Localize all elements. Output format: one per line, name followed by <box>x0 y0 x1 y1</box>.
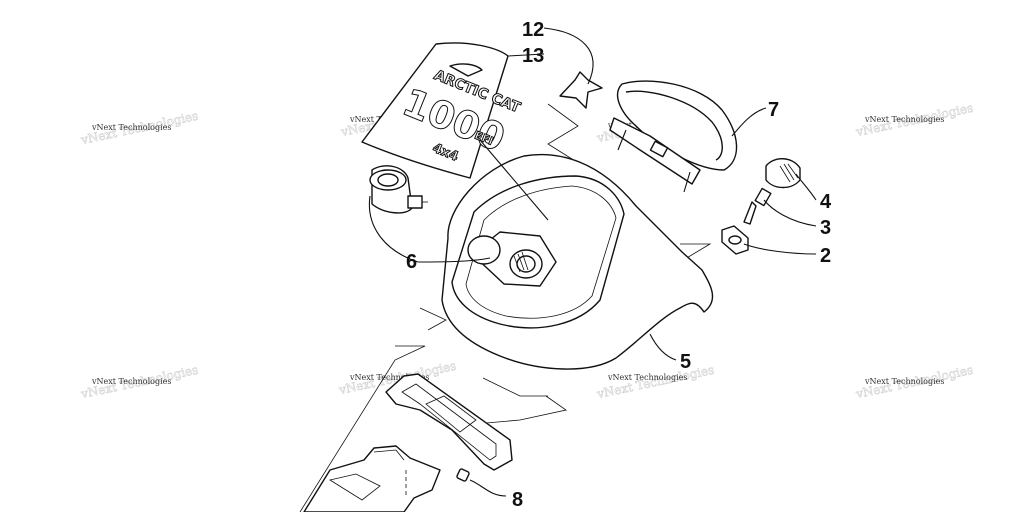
ignition-nut-hole <box>728 235 742 245</box>
leader-line-6-b <box>368 195 419 263</box>
gauge-stud-left <box>617 129 627 151</box>
watermark-top-right: vNext Technologies vNext Technologies <box>854 100 975 139</box>
key-part <box>743 187 772 225</box>
gauge-bezel <box>625 90 723 161</box>
decal-cat-head-icon <box>449 63 483 77</box>
callout-8: 8 <box>512 489 523 511</box>
switch-cap-ribs <box>779 163 799 183</box>
gauge-connector <box>649 140 669 158</box>
leader-line-3 <box>763 199 817 227</box>
decal-part: ARCTIC CAT 1000 EFI 4x4 <box>361 42 523 179</box>
mounting-plate-flange <box>373 449 405 461</box>
pin-body <box>456 468 470 482</box>
callout-13: 13 <box>522 45 544 67</box>
callout-12: 12 <box>522 19 544 41</box>
leader-line-4 <box>795 173 817 201</box>
leader-line-13-to-pod <box>479 139 549 221</box>
outlet-part <box>369 165 428 214</box>
mounting-plate-body <box>303 445 441 512</box>
callout-2: 2 <box>820 245 831 267</box>
watermark-top-left: vNext Technologies vNext Technologies <box>79 108 200 147</box>
guide-line-left <box>419 307 447 331</box>
callout-6: 6 <box>406 251 417 273</box>
decal-outline <box>361 42 509 179</box>
watermark-bottom-center-right: vNext Technologies vNext Technologies <box>595 362 716 401</box>
guide-line-right <box>679 243 712 263</box>
instrument-pod-part <box>441 153 714 370</box>
guide-line-top <box>547 103 581 165</box>
guide-line-lower-right <box>474 395 567 425</box>
lower-bracket-part <box>385 373 513 471</box>
outlet-mount-hole <box>467 235 501 265</box>
bracket-window <box>425 395 477 433</box>
leader-line-5 <box>649 333 677 361</box>
callout-4: 4 <box>820 191 832 213</box>
emblem-part <box>559 71 603 109</box>
outlet-nut-knurling <box>513 251 529 273</box>
callout-labels: 12 13 7 4 3 2 6 5 8 <box>406 19 832 511</box>
callout-7: 7 <box>768 99 779 121</box>
leader-line-7 <box>731 107 767 137</box>
guide-line-lower-left <box>299 345 426 512</box>
switch-cap-part <box>765 158 801 189</box>
watermark-text: vNext Technologies <box>91 123 171 132</box>
leader-line-12 <box>543 27 594 85</box>
callout-3: 3 <box>820 217 831 239</box>
watermark-bottom-right: vNext Technologies vNext Technologies <box>854 362 975 401</box>
leader-line-2 <box>743 243 817 255</box>
leader-line-6-a <box>417 257 491 263</box>
key-head <box>754 187 772 207</box>
leader-lines <box>368 27 817 497</box>
bracket-frame <box>385 373 513 471</box>
leader-line-8 <box>469 479 507 497</box>
gauge-stud-right <box>683 171 691 193</box>
callout-5: 5 <box>680 351 691 373</box>
bracket-inner-edge <box>401 383 497 461</box>
gauge-part <box>609 80 738 193</box>
watermark-text: vNext Technologies <box>349 373 429 382</box>
mounting-plate-part <box>303 445 441 512</box>
assembly-guide-lines <box>299 103 712 512</box>
cat-emblem-icon <box>559 71 603 109</box>
mounting-plate-cutout <box>328 473 381 501</box>
guide-line-mid <box>482 377 548 397</box>
watermark-text: vNext Technologies <box>607 373 687 382</box>
watermark-text: vNext Technologies <box>864 377 944 386</box>
watermark-text: vNext Technologies <box>91 377 171 386</box>
watermark-text: vNext Technologies <box>864 115 944 124</box>
ignition-nut-part <box>721 225 749 255</box>
outlet-socket <box>377 173 399 187</box>
watermark-bottom-left: vNext Technologies vNext Technologies <box>79 362 200 401</box>
outlet-connector <box>407 195 423 209</box>
key-blade <box>743 201 757 225</box>
pod-inner-rim <box>465 185 617 319</box>
leader-line-13 <box>507 53 545 57</box>
pin-part <box>456 468 470 482</box>
